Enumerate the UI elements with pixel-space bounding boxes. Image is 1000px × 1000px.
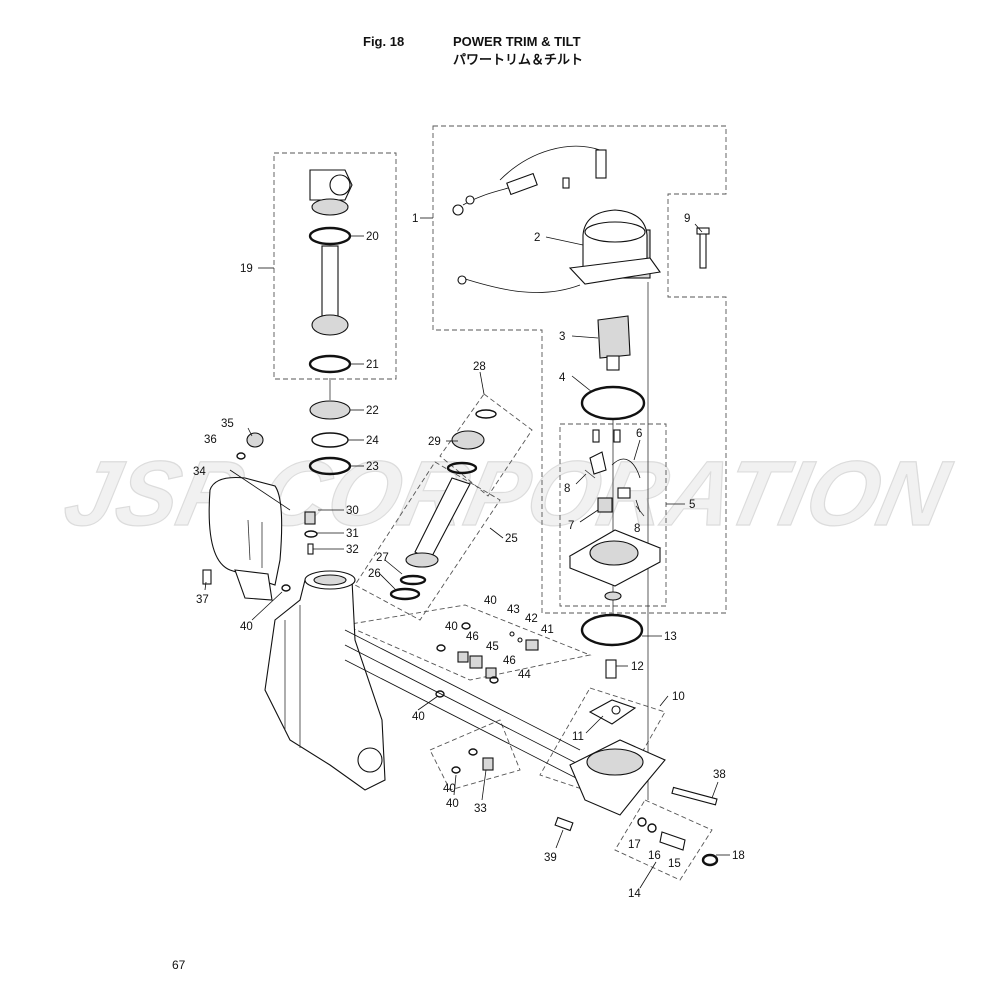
- callout-18: 18: [732, 850, 745, 862]
- callout-44: 44: [518, 669, 531, 681]
- callout-14: 14: [628, 888, 641, 900]
- callout-7: 7: [568, 520, 574, 532]
- callout-33: 33: [474, 803, 487, 815]
- callouts: 1 2 3 4 5 6 7 8 8 9 10 11 12 13 14 15 16…: [193, 213, 745, 900]
- callout-2: 2: [534, 232, 540, 244]
- pump-block: [554, 699, 719, 867]
- callout-41: 41: [541, 624, 554, 636]
- watermark: JSP CORPORATION: [56, 441, 960, 545]
- callout-27: 27: [376, 552, 389, 564]
- title-japanese: パワートリム＆チルト: [453, 53, 584, 68]
- watermark-text: JSP CORPORATION: [56, 442, 959, 545]
- tilt-rod-group: [304, 169, 353, 555]
- callout-1: 1: [412, 213, 418, 225]
- callout-21: 21: [366, 359, 379, 371]
- callout-12: 12: [631, 661, 644, 673]
- title-english: POWER TRIM & TILT: [453, 34, 581, 49]
- leader-lines: [204, 217, 730, 889]
- callout-26: 26: [368, 568, 381, 580]
- callout-15: 15: [668, 858, 681, 870]
- callout-16: 16: [648, 850, 661, 862]
- callout-4: 4: [559, 372, 566, 384]
- callout-5: 5: [689, 499, 695, 511]
- cover: [202, 432, 283, 601]
- callout-35: 35: [221, 418, 234, 430]
- callout-36: 36: [204, 434, 217, 446]
- page-number: 67: [172, 958, 186, 972]
- figure-label: Fig. 18: [363, 34, 405, 49]
- callout-37: 37: [196, 594, 209, 606]
- callout-31: 31: [346, 528, 359, 540]
- valve-parts: [281, 409, 539, 774]
- callout-17: 17: [628, 839, 641, 851]
- callout-13: 13: [664, 631, 677, 643]
- callout-22: 22: [366, 405, 379, 417]
- callout-24: 24: [366, 435, 379, 447]
- callout-39: 39: [544, 852, 557, 864]
- callout-8a: 8: [564, 483, 570, 495]
- callout-45: 45: [486, 641, 499, 653]
- callout-42: 42: [525, 613, 538, 625]
- callout-30: 30: [346, 505, 359, 517]
- brush-holder-group: [568, 429, 662, 601]
- callout-11: 11: [572, 731, 584, 743]
- callout-40a: 40: [240, 621, 253, 633]
- callout-40b: 40: [412, 711, 425, 723]
- callout-9: 9: [684, 213, 690, 225]
- callout-25: 25: [505, 533, 518, 545]
- callout-8b: 8: [634, 523, 640, 535]
- cylinder-housing: [264, 570, 581, 791]
- callout-34: 34: [193, 466, 206, 478]
- callout-20: 20: [366, 231, 379, 243]
- callout-40f: 40: [446, 798, 459, 810]
- callout-6: 6: [636, 428, 642, 440]
- motor-assembly: [452, 145, 710, 800]
- callout-29: 29: [428, 436, 441, 448]
- callout-40e: 40: [443, 783, 456, 795]
- callout-46b: 46: [503, 655, 516, 667]
- callout-19: 19: [240, 263, 253, 275]
- callout-23: 23: [366, 461, 379, 473]
- callout-46a: 46: [466, 631, 479, 643]
- callout-40d: 40: [484, 595, 497, 607]
- callout-28: 28: [473, 361, 486, 373]
- callout-43: 43: [507, 604, 520, 616]
- callout-32: 32: [346, 544, 359, 556]
- callout-3: 3: [559, 331, 565, 343]
- callout-10: 10: [672, 691, 685, 703]
- callout-40c: 40: [445, 621, 458, 633]
- callout-38: 38: [713, 769, 726, 781]
